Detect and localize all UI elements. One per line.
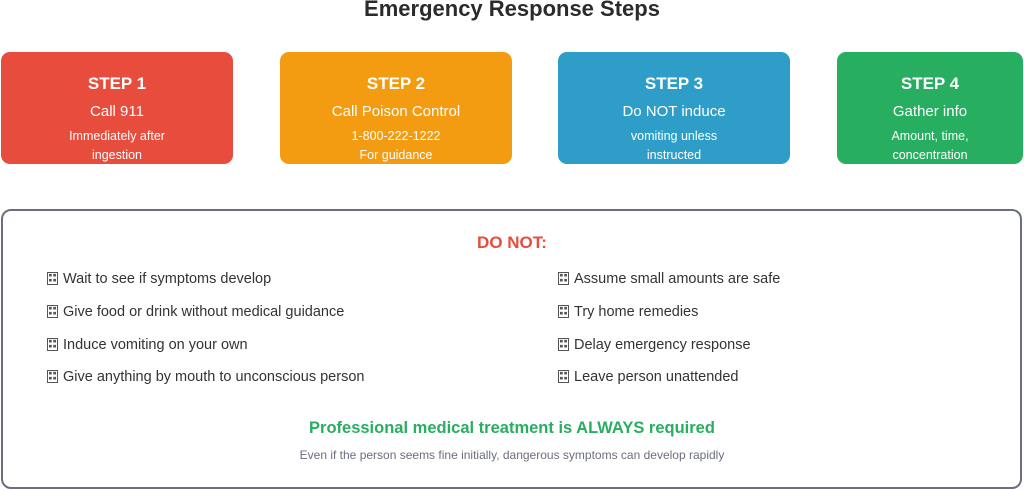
missing-glyph-icon: ▪▪▪▪ [558, 305, 569, 318]
do-not-item: ▪▪▪▪Assume small amounts are safe [558, 271, 781, 287]
missing-glyph-icon: ▪▪▪▪ [558, 338, 569, 351]
step-2-detail-2: For guidance [359, 148, 433, 162]
step-3-action: Do NOT induce [622, 103, 726, 120]
step-4-detail-2: concentration [892, 148, 968, 162]
missing-glyph-icon: ▪▪▪▪ [47, 305, 58, 318]
missing-glyph-icon: ▪▪▪▪ [47, 338, 58, 351]
do-not-panel [1, 209, 1022, 489]
step-3-detail-1: vomiting unless [630, 129, 718, 143]
do-not-item: ▪▪▪▪Induce vomiting on your own [47, 337, 248, 353]
do-not-item: ▪▪▪▪Give anything by mouth to unconsciou… [47, 369, 365, 385]
step-2-detail-1: 1-800-222-1222 [351, 129, 441, 143]
step-1-detail-2: ingestion [91, 148, 143, 162]
step-4-action: Gather info [892, 103, 968, 120]
step-3-card: STEP 3 Do NOT induce vomiting unless ins… [558, 52, 790, 164]
page-title: Emergency Response Steps [364, 0, 660, 21]
step-4-label: STEP 4 [900, 74, 960, 93]
missing-glyph-icon: ▪▪▪▪ [47, 272, 58, 285]
do-not-item: ▪▪▪▪Give food or drink without medical g… [47, 304, 345, 320]
step-1-detail-1: Immediately after [69, 129, 165, 143]
do-not-item: ▪▪▪▪Leave person unattended [558, 369, 739, 385]
step-1-action: Call 911 [90, 103, 144, 120]
missing-glyph-icon: ▪▪▪▪ [558, 272, 569, 285]
do-not-title: DO NOT: [477, 233, 547, 252]
step-2-label: STEP 2 [366, 74, 426, 93]
professional-treatment-callout: Professional medical treatment is ALWAYS… [309, 419, 715, 437]
missing-glyph-icon: ▪▪▪▪ [558, 370, 569, 383]
missing-glyph-icon: ▪▪▪▪ [47, 370, 58, 383]
step-2-action: Call Poison Control [331, 103, 461, 120]
do-not-item: ▪▪▪▪Try home remedies [558, 304, 699, 320]
step-4-detail-1: Amount, time, [891, 129, 969, 143]
step-3-label: STEP 3 [644, 74, 704, 93]
do-not-item: ▪▪▪▪Wait to see if symptoms develop [47, 271, 272, 287]
do-not-item: ▪▪▪▪Delay emergency response [558, 337, 751, 353]
step-3-detail-2: instructed [646, 148, 702, 162]
step-1-label: STEP 1 [87, 74, 147, 93]
step-1-card: STEP 1 Call 911 Immediately after ingest… [1, 52, 233, 164]
step-4-card: STEP 4 Gather info Amount, time, concent… [837, 52, 1023, 164]
step-2-card: STEP 2 Call Poison Control 1-800-222-122… [280, 52, 512, 164]
footnote: Even if the person seems fine initially,… [299, 448, 725, 462]
